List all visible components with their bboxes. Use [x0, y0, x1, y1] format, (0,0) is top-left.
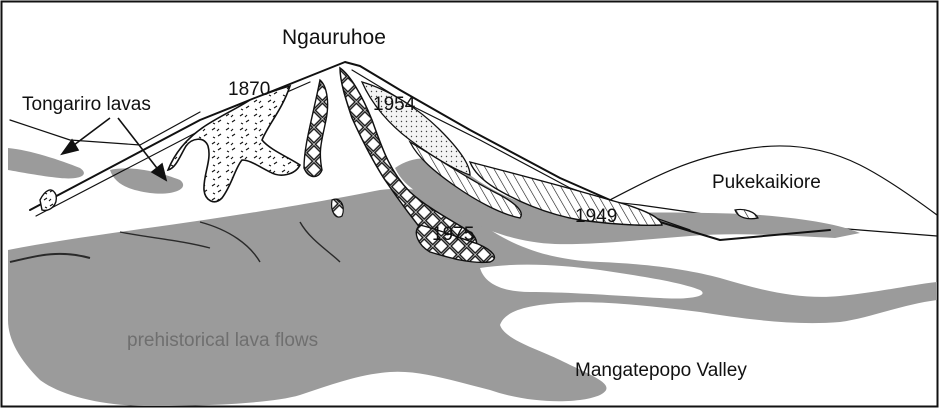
prehistoric-label: prehistorical lava flows: [127, 330, 318, 351]
tongariro-label: Tongariro lavas: [22, 94, 151, 115]
valley-label: Mangatepopo Valley: [575, 360, 747, 381]
year-1954-label: 1954: [373, 94, 416, 115]
year-1975-label: 1975: [432, 224, 474, 245]
peak-label: Ngauruhoe: [282, 26, 386, 49]
year-1949-label: 1949: [575, 206, 617, 227]
year-1870-label: 1870: [228, 79, 270, 100]
pukekaikiore-label: Pukekaikiore: [712, 172, 821, 193]
